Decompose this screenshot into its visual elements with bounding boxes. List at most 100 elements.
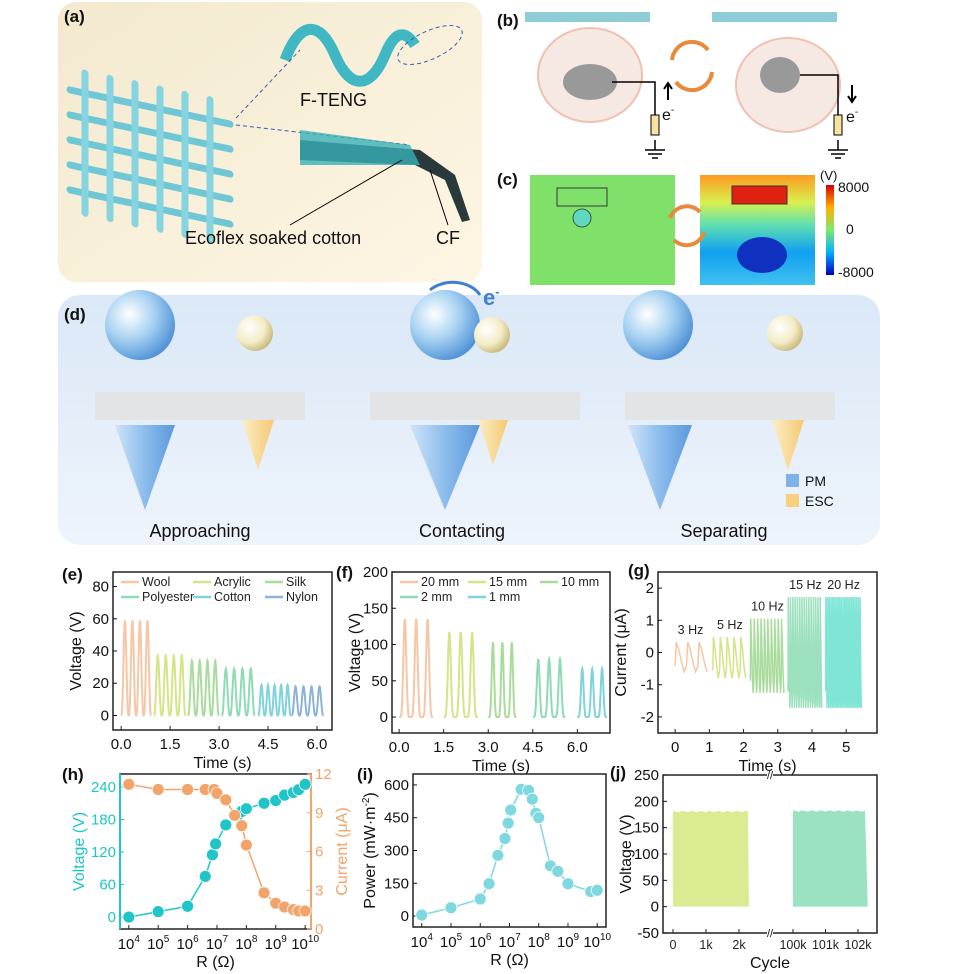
colorbar: [826, 185, 834, 275]
data-point-power: [504, 803, 518, 817]
tick-exponent: 4: [134, 934, 140, 945]
y-tick-label: 0: [651, 899, 659, 916]
data-point-voltage: [209, 837, 223, 851]
legend-label: 20 mm: [421, 575, 459, 589]
data-point-power: [561, 877, 575, 891]
data-point-voltage: [257, 796, 271, 810]
y-tick-label: 2: [646, 580, 654, 597]
y-tick-label: 50: [642, 872, 659, 889]
y-tick-label: 40: [92, 643, 109, 660]
y-tick-label: 60: [99, 877, 116, 894]
series-line-10-mm: [488, 642, 517, 718]
plot-frame: [412, 773, 607, 928]
legend-label: Wool: [142, 575, 170, 589]
esc-cone: [242, 420, 274, 470]
pointer-line: [289, 159, 403, 226]
y-axis-title: Voltage (V): [347, 613, 364, 692]
y-right-tick-label: 3: [315, 882, 323, 899]
x-tick-label: 109: [265, 934, 288, 953]
axis-break-mark: //: [767, 928, 774, 940]
x-tick-label: 109: [557, 932, 580, 951]
y-tick-label: -1: [641, 677, 654, 694]
stage-contacting: e-: [370, 280, 580, 510]
y-tick-label: 150: [384, 875, 409, 892]
stage-label-contacting: Contacting: [419, 521, 505, 541]
esc-sphere: [474, 317, 510, 353]
series-annotation: 3 Hz: [678, 623, 704, 637]
panel-g-label: (g): [628, 561, 650, 580]
series-annotation: 10 Hz: [751, 600, 784, 614]
zoom-line: [235, 49, 301, 119]
tick-base: 10: [440, 934, 457, 951]
tick-base: 10: [147, 936, 164, 953]
x-tick-label: 1010: [583, 932, 611, 951]
data-point-voltage: [151, 905, 165, 919]
y-right-tick-label: 9: [315, 805, 323, 822]
tick-base: 10: [411, 934, 428, 951]
data-point-voltage: [239, 802, 253, 816]
y-tick-label: 250: [634, 767, 659, 784]
series-line-acrylic: [153, 652, 187, 717]
colorbar-max: 8000: [838, 179, 869, 195]
legend-label: 10 mm: [561, 575, 599, 589]
y-right-tick-label: 6: [315, 844, 323, 861]
x-tick-label: 105: [147, 934, 170, 953]
legend-swatch-pm: [786, 474, 799, 487]
data-point-power: [482, 877, 496, 891]
esc-cone: [478, 420, 508, 465]
x-tick-label: 6.0: [567, 739, 588, 756]
x-axis-title: R (Ω): [490, 952, 529, 969]
panel-b: (b) e- e-: [497, 11, 858, 159]
series-line-nylon: [291, 684, 325, 717]
legend-label-pm: PM: [805, 473, 826, 489]
y-tick-label: 200: [634, 793, 659, 810]
data-point-current: [298, 904, 312, 918]
membrane: [625, 392, 835, 420]
pm-cone: [115, 425, 175, 510]
x-tick-label: 6.0: [307, 736, 328, 753]
tick-exponent: 10: [308, 934, 320, 945]
data-point-power: [551, 864, 565, 878]
data-point-power: [444, 901, 458, 915]
y-right-tick-label: 12: [315, 766, 332, 783]
y-tick-label: 50: [371, 673, 388, 690]
x-tick-label: 107: [206, 934, 229, 953]
data-point-power: [415, 908, 429, 922]
y-tick-label: 1: [646, 612, 654, 629]
data-point-current: [228, 808, 242, 822]
y-axis-title: Voltage (V): [71, 812, 88, 891]
stage-label-separating: Separating: [680, 521, 767, 541]
esc-sphere: [237, 315, 273, 351]
y-tick-label: 600: [384, 777, 409, 794]
data-point-power: [501, 816, 515, 830]
x-axis-title: Time (s): [193, 755, 251, 772]
arrow-down-icon: [847, 85, 857, 104]
panel-a: (a) F-TENG Ecoflex soaked cotton CF: [58, 2, 482, 282]
y-tick-label: 20: [92, 675, 109, 692]
data-point-current: [151, 783, 165, 796]
legend-label: Acrylic: [214, 575, 251, 589]
y-tick-label: 60: [92, 611, 109, 628]
y-tick-label: 180: [91, 812, 116, 829]
membrane: [95, 392, 305, 420]
plot-frame: [391, 571, 611, 734]
x-axis-title: R (Ω): [196, 954, 235, 971]
y-axis-title-part: -2: [361, 797, 372, 806]
y-right-axis-title: Current (μA): [334, 807, 351, 895]
x-tick-label: 1.5: [160, 736, 181, 753]
series-line-polyester: [221, 665, 256, 717]
fteng-label: F-TENG: [300, 90, 367, 110]
tick-base: 10: [235, 936, 252, 953]
y-tick-label: 0: [108, 909, 116, 926]
series-band-after-100k: [793, 810, 868, 907]
y-tick-label: 200: [363, 564, 388, 581]
y-axis-title: Current (μA): [613, 608, 630, 696]
data-point-current: [181, 783, 194, 796]
pm-cone: [410, 425, 480, 510]
data-point-voltage: [298, 777, 312, 791]
tick-exponent: 10: [600, 932, 612, 943]
x-tick-label: 105: [440, 932, 463, 951]
x-tick-label: 0: [671, 739, 679, 756]
